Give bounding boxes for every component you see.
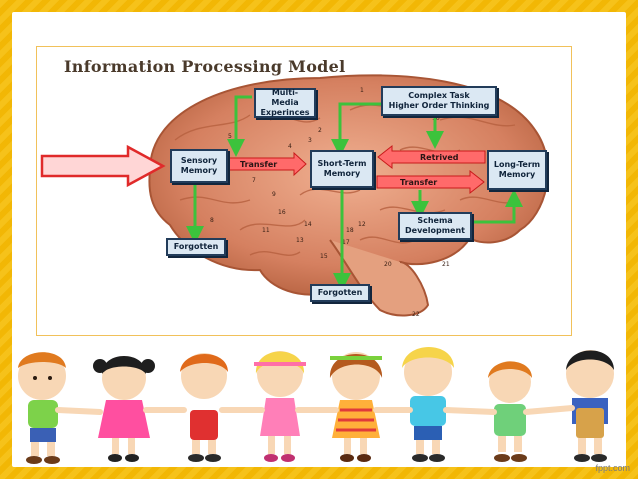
kid-4 [254, 351, 306, 462]
green-arrow-schema-long [474, 189, 523, 224]
multimedia-box: Multi-Media Experinces [254, 88, 316, 118]
kid-3 [180, 353, 228, 462]
children-illustration [18, 347, 614, 464]
retrived-label: Retrived [420, 153, 459, 162]
kid-7 [488, 361, 532, 462]
complex-task-box: Complex Task Higher Order Thinking [381, 86, 497, 116]
kid-1 [18, 352, 66, 464]
sensory-memory-box: Sensory Memory [170, 149, 228, 183]
input-arrow [40, 144, 166, 188]
brain-number: 5 [228, 133, 232, 140]
kid-8 [566, 350, 614, 462]
brain-number: 8 [210, 217, 214, 224]
brain-number: 7 [252, 177, 256, 184]
forgotten-box-bottom: Forgotten [310, 284, 370, 302]
diagram-title: Information Processing Model [64, 57, 346, 76]
kid-5 [329, 352, 383, 462]
brain-number: 17 [342, 239, 350, 246]
brain-number: 12 [358, 221, 366, 228]
brain-number: 15 [320, 253, 328, 260]
brain-number: 3 [308, 137, 312, 144]
green-arrow-multimedia [227, 95, 252, 157]
green-arrow-complex-down [331, 102, 382, 157]
brain-number: 13 [296, 237, 304, 244]
brain-number: 14 [304, 221, 312, 228]
brain-number: 2 [318, 127, 322, 134]
transfer-arrow-1 [228, 151, 307, 177]
brain-number: 1 [360, 87, 364, 94]
transfer-label-1: Transfer [240, 160, 278, 169]
brain-number: 9 [272, 191, 276, 198]
brain-number: 21 [442, 261, 450, 268]
brain-number: 22 [412, 311, 420, 318]
brain-number: 4 [288, 143, 292, 150]
brain-number: 18 [346, 227, 354, 234]
schema-development-box: Schema Development [398, 212, 472, 240]
kid-2 [93, 356, 155, 462]
short-term-memory-box: Short-Term Memory [310, 150, 374, 188]
long-term-memory-box: Long-Term Memory [487, 150, 547, 190]
transfer-arrow-2 [376, 169, 485, 195]
brain-number: 20 [384, 261, 392, 268]
brain-number: 16 [278, 209, 286, 216]
forgotten-box-left: Forgotten [166, 238, 226, 256]
kid-6 [402, 347, 454, 462]
brain-number: 11 [262, 227, 270, 234]
fppt-logo: fppt.com [595, 463, 630, 473]
transfer-label-2: Transfer [400, 178, 438, 187]
retrived-arrow [377, 144, 486, 170]
